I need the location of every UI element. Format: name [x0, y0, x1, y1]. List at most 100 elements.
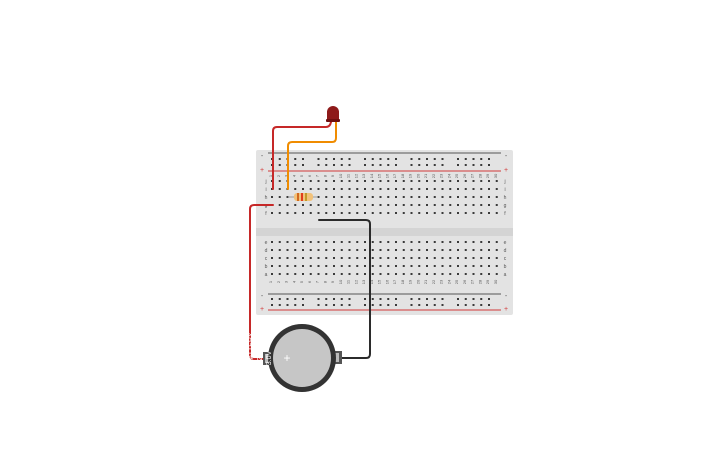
- power-rail-hole[interactable]: [433, 158, 436, 160]
- power-rail-hole[interactable]: [278, 158, 281, 160]
- terminal-hole[interactable]: [325, 241, 328, 243]
- terminal-hole[interactable]: [371, 180, 374, 182]
- terminal-hole[interactable]: [340, 273, 343, 275]
- terminal-hole[interactable]: [271, 257, 273, 259]
- terminal-hole[interactable]: [426, 212, 428, 214]
- terminal-hole[interactable]: [356, 188, 359, 190]
- power-rail-hole[interactable]: [340, 164, 343, 166]
- power-rail-hole[interactable]: [340, 158, 343, 160]
- power-rail-hole[interactable]: [294, 304, 297, 306]
- terminal-hole[interactable]: [495, 257, 498, 259]
- terminal-hole[interactable]: [348, 249, 351, 251]
- power-rail-hole[interactable]: [426, 304, 428, 306]
- terminal-hole[interactable]: [472, 257, 475, 259]
- power-rail-hole[interactable]: [433, 304, 436, 306]
- power-rail-hole[interactable]: [333, 304, 335, 306]
- terminal-hole[interactable]: [294, 265, 297, 267]
- terminal-hole[interactable]: [333, 180, 335, 182]
- power-rail-hole[interactable]: [426, 298, 428, 300]
- terminal-hole[interactable]: [302, 212, 304, 214]
- terminal-hole[interactable]: [418, 257, 421, 259]
- terminal-hole[interactable]: [418, 273, 421, 275]
- power-rail-hole[interactable]: [480, 298, 483, 300]
- terminal-hole[interactable]: [472, 204, 475, 206]
- terminal-hole[interactable]: [325, 196, 328, 198]
- power-rail-hole[interactable]: [364, 298, 366, 300]
- terminal-hole[interactable]: [271, 212, 273, 214]
- terminal-hole[interactable]: [364, 212, 366, 214]
- terminal-hole[interactable]: [379, 204, 382, 206]
- power-rail-hole[interactable]: [348, 304, 351, 306]
- terminal-hole[interactable]: [348, 196, 351, 198]
- terminal-hole[interactable]: [495, 273, 498, 275]
- terminal-hole[interactable]: [402, 241, 405, 243]
- terminal-hole[interactable]: [480, 188, 483, 190]
- terminal-hole[interactable]: [441, 241, 444, 243]
- terminal-hole[interactable]: [441, 212, 444, 214]
- power-rail-hole[interactable]: [371, 164, 374, 166]
- terminal-hole[interactable]: [371, 249, 374, 251]
- terminal-hole[interactable]: [402, 257, 405, 259]
- terminal-hole[interactable]: [356, 241, 359, 243]
- terminal-hole[interactable]: [364, 273, 366, 275]
- terminal-hole[interactable]: [387, 204, 390, 206]
- terminal-hole[interactable]: [433, 204, 436, 206]
- power-rail-hole[interactable]: [418, 158, 421, 160]
- power-rail-hole[interactable]: [426, 164, 428, 166]
- terminal-hole[interactable]: [488, 204, 490, 206]
- terminal-hole[interactable]: [333, 265, 335, 267]
- terminal-hole[interactable]: [309, 204, 312, 206]
- terminal-hole[interactable]: [472, 249, 475, 251]
- power-rail-hole[interactable]: [317, 164, 320, 166]
- power-rail-hole[interactable]: [379, 164, 382, 166]
- terminal-hole[interactable]: [294, 249, 297, 251]
- terminal-hole[interactable]: [317, 241, 320, 243]
- terminal-hole[interactable]: [387, 249, 390, 251]
- terminal-hole[interactable]: [317, 196, 320, 198]
- power-rail-hole[interactable]: [426, 158, 428, 160]
- terminal-hole[interactable]: [426, 204, 428, 206]
- power-rail-hole[interactable]: [488, 164, 490, 166]
- terminal-hole[interactable]: [488, 188, 490, 190]
- terminal-hole[interactable]: [379, 265, 382, 267]
- terminal-hole[interactable]: [418, 196, 421, 198]
- power-rail-hole[interactable]: [278, 164, 281, 166]
- terminal-hole[interactable]: [464, 188, 467, 190]
- terminal-hole[interactable]: [488, 196, 490, 198]
- terminal-hole[interactable]: [302, 273, 304, 275]
- terminal-hole[interactable]: [379, 249, 382, 251]
- terminal-hole[interactable]: [278, 273, 281, 275]
- terminal-hole[interactable]: [441, 265, 444, 267]
- terminal-hole[interactable]: [340, 257, 343, 259]
- terminal-hole[interactable]: [325, 180, 328, 182]
- terminal-hole[interactable]: [449, 241, 452, 243]
- terminal-hole[interactable]: [480, 204, 483, 206]
- terminal-hole[interactable]: [464, 257, 467, 259]
- terminal-hole[interactable]: [433, 249, 436, 251]
- power-rail-hole[interactable]: [333, 298, 335, 300]
- terminal-hole[interactable]: [410, 188, 413, 190]
- terminal-hole[interactable]: [441, 204, 444, 206]
- terminal-hole[interactable]: [379, 212, 382, 214]
- terminal-hole[interactable]: [395, 257, 397, 259]
- power-rail-hole[interactable]: [480, 164, 483, 166]
- terminal-hole[interactable]: [348, 265, 351, 267]
- terminal-hole[interactable]: [480, 180, 483, 182]
- terminal-hole[interactable]: [418, 204, 421, 206]
- terminal-hole[interactable]: [333, 188, 335, 190]
- terminal-hole[interactable]: [340, 249, 343, 251]
- terminal-hole[interactable]: [294, 273, 297, 275]
- terminal-hole[interactable]: [418, 188, 421, 190]
- terminal-hole[interactable]: [472, 265, 475, 267]
- terminal-hole[interactable]: [356, 196, 359, 198]
- power-rail-hole[interactable]: [410, 164, 413, 166]
- terminal-hole[interactable]: [402, 273, 405, 275]
- power-rail-hole[interactable]: [410, 298, 413, 300]
- terminal-hole[interactable]: [495, 265, 498, 267]
- terminal-hole[interactable]: [395, 249, 397, 251]
- terminal-hole[interactable]: [333, 241, 335, 243]
- terminal-hole[interactable]: [371, 273, 374, 275]
- terminal-hole[interactable]: [464, 265, 467, 267]
- power-rail-hole[interactable]: [364, 304, 366, 306]
